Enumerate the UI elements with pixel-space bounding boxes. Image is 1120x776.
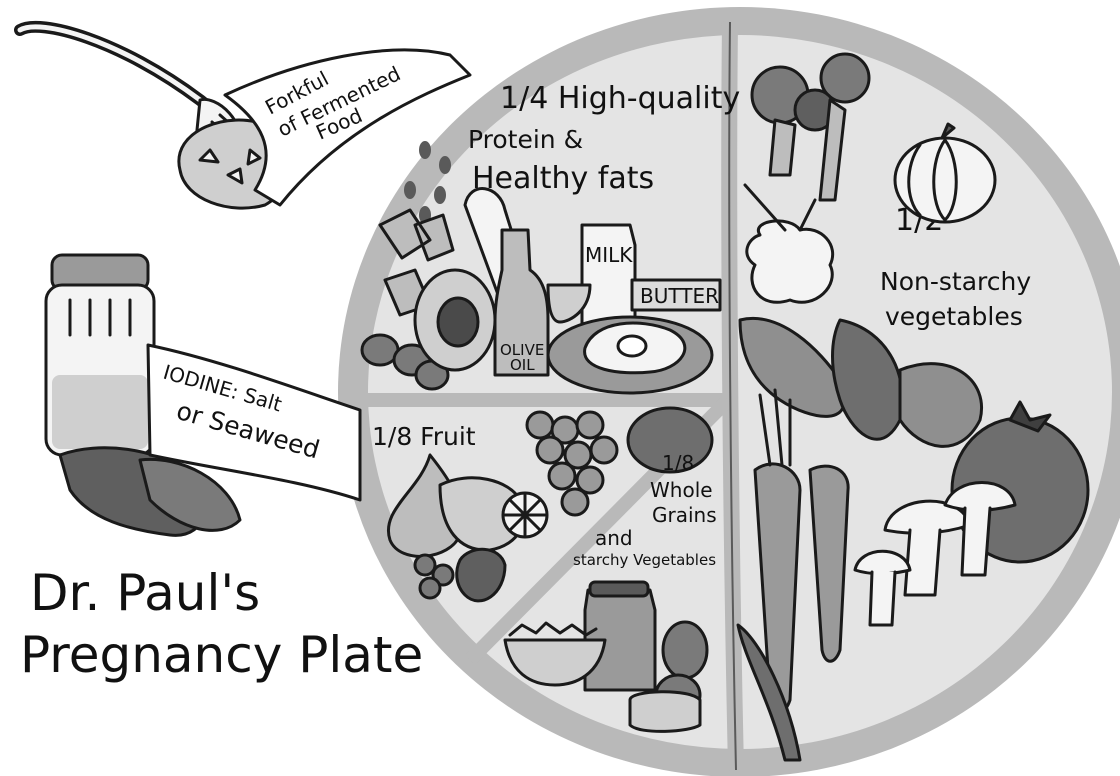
milk-label: MILK <box>585 243 633 267</box>
salt-contents <box>52 375 148 449</box>
fermented-food-fork: Forkful of Fermented Food <box>20 27 470 208</box>
page-title-line-1: Dr. Paul's <box>30 564 260 622</box>
grains-label-1: 1/8 <box>662 451 694 475</box>
protein-label-2: Protein & <box>468 125 583 154</box>
plate <box>338 7 1120 776</box>
protein-label-3: Healthy fats <box>472 161 654 196</box>
grains-label-5: starchy Vegetables <box>573 551 716 569</box>
title-block: Dr. Paul's Pregnancy Plate <box>20 564 423 684</box>
grains-label-4: and <box>595 526 633 550</box>
veg-label-3: vegetables <box>885 302 1023 331</box>
bread-icon <box>630 692 700 732</box>
veg-label-2: Non-starchy <box>880 267 1031 296</box>
grains-label-3: Grains <box>652 503 717 527</box>
page-title-line-2: Pregnancy Plate <box>20 626 423 684</box>
potato-icon <box>663 622 707 678</box>
iodine-group: IODINE: Salt or Seaweed <box>46 255 360 535</box>
oil-label-2: OIL <box>510 356 535 374</box>
grains-label-2: Whole <box>650 478 713 502</box>
milk-icon <box>582 225 635 330</box>
fork-handle <box>20 27 215 112</box>
protein-label-1: 1/4 High-quality <box>500 81 740 116</box>
butter-label: BUTTER <box>640 284 719 308</box>
fruit-label: 1/8 Fruit <box>372 422 476 451</box>
